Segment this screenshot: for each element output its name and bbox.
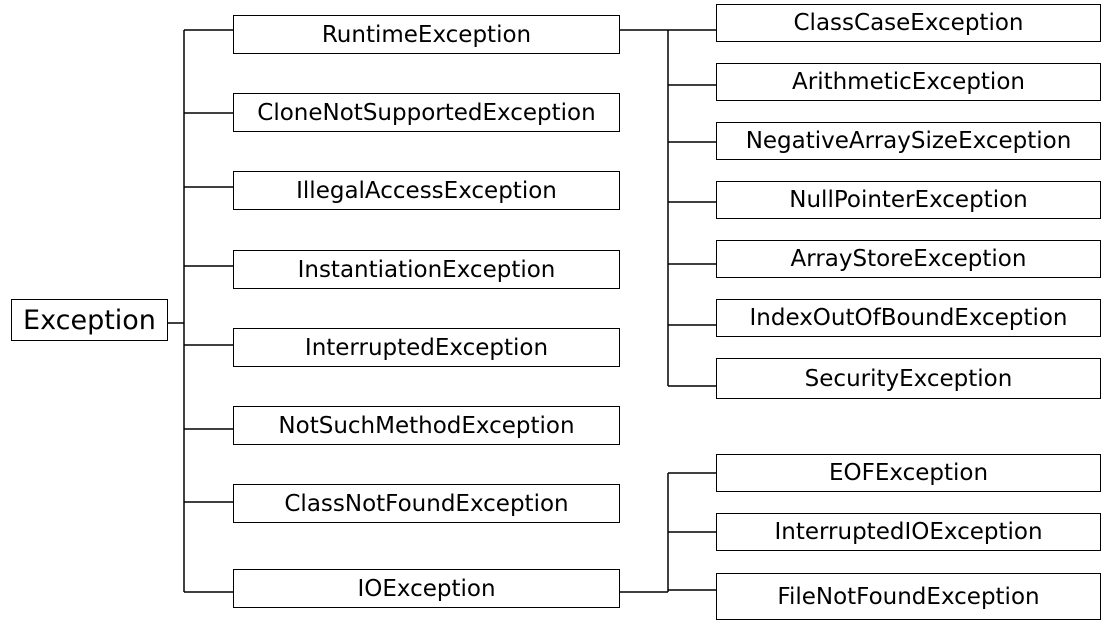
node-security-exception: SecurityException bbox=[716, 358, 1101, 399]
node-not-such-method-exception: NotSuchMethodException bbox=[233, 406, 620, 445]
node-interrupted-io-exception: InterruptedIOException bbox=[716, 513, 1101, 551]
node-label: EOFException bbox=[828, 460, 989, 486]
node-label: IOException bbox=[357, 575, 496, 602]
node-label: InstantiationException bbox=[297, 256, 556, 283]
node-io-exception: IOException bbox=[233, 569, 620, 608]
node-arithmetic-exception: ArithmeticException bbox=[716, 63, 1101, 101]
node-interrupted-exception: InterruptedException bbox=[233, 328, 620, 367]
node-label: ClassNotFoundException bbox=[284, 490, 569, 517]
node-null-pointer-exception: NullPointerException bbox=[716, 181, 1101, 219]
node-eof-exception: EOFException bbox=[716, 454, 1101, 492]
node-label: CloneNotSupportedException bbox=[257, 99, 596, 126]
node-runtime-exception: RuntimeException bbox=[233, 15, 620, 54]
node-label: NegativeArraySizeException bbox=[745, 128, 1072, 154]
node-label: ArrayStoreException bbox=[790, 246, 1027, 272]
node-label: InterruptedException bbox=[304, 334, 549, 361]
node-index-out-of-bound-exception: IndexOutOfBoundException bbox=[716, 299, 1101, 337]
node-negative-array-size-exception: NegativeArraySizeException bbox=[716, 122, 1101, 160]
node-label: InterruptedIOException bbox=[774, 519, 1043, 545]
node-illegal-access-exception: IllegalAccessException bbox=[233, 171, 620, 210]
node-class-not-found-exception: ClassNotFoundException bbox=[233, 484, 620, 523]
node-instantiation-exception: InstantiationException bbox=[233, 250, 620, 289]
node-file-not-found-exception: FileNotFoundException bbox=[716, 573, 1101, 620]
node-clone-not-supported-exception: CloneNotSupportedException bbox=[233, 93, 620, 132]
node-class-case-exception: ClassCaseException bbox=[716, 4, 1101, 42]
node-label: NotSuchMethodException bbox=[278, 412, 575, 439]
node-label: SecurityException bbox=[804, 365, 1013, 392]
node-label: ArithmeticException bbox=[792, 69, 1025, 95]
node-label: Exception bbox=[23, 304, 156, 336]
node-label: FileNotFoundException bbox=[777, 583, 1040, 610]
node-label: IndexOutOfBoundException bbox=[749, 305, 1068, 331]
node-label: ClassCaseException bbox=[793, 10, 1024, 36]
node-array-store-exception: ArrayStoreException bbox=[716, 240, 1101, 278]
node-label: RuntimeException bbox=[321, 21, 532, 48]
node-exception: Exception bbox=[11, 299, 168, 341]
node-label: IllegalAccessException bbox=[296, 177, 557, 204]
node-label: NullPointerException bbox=[789, 187, 1028, 213]
